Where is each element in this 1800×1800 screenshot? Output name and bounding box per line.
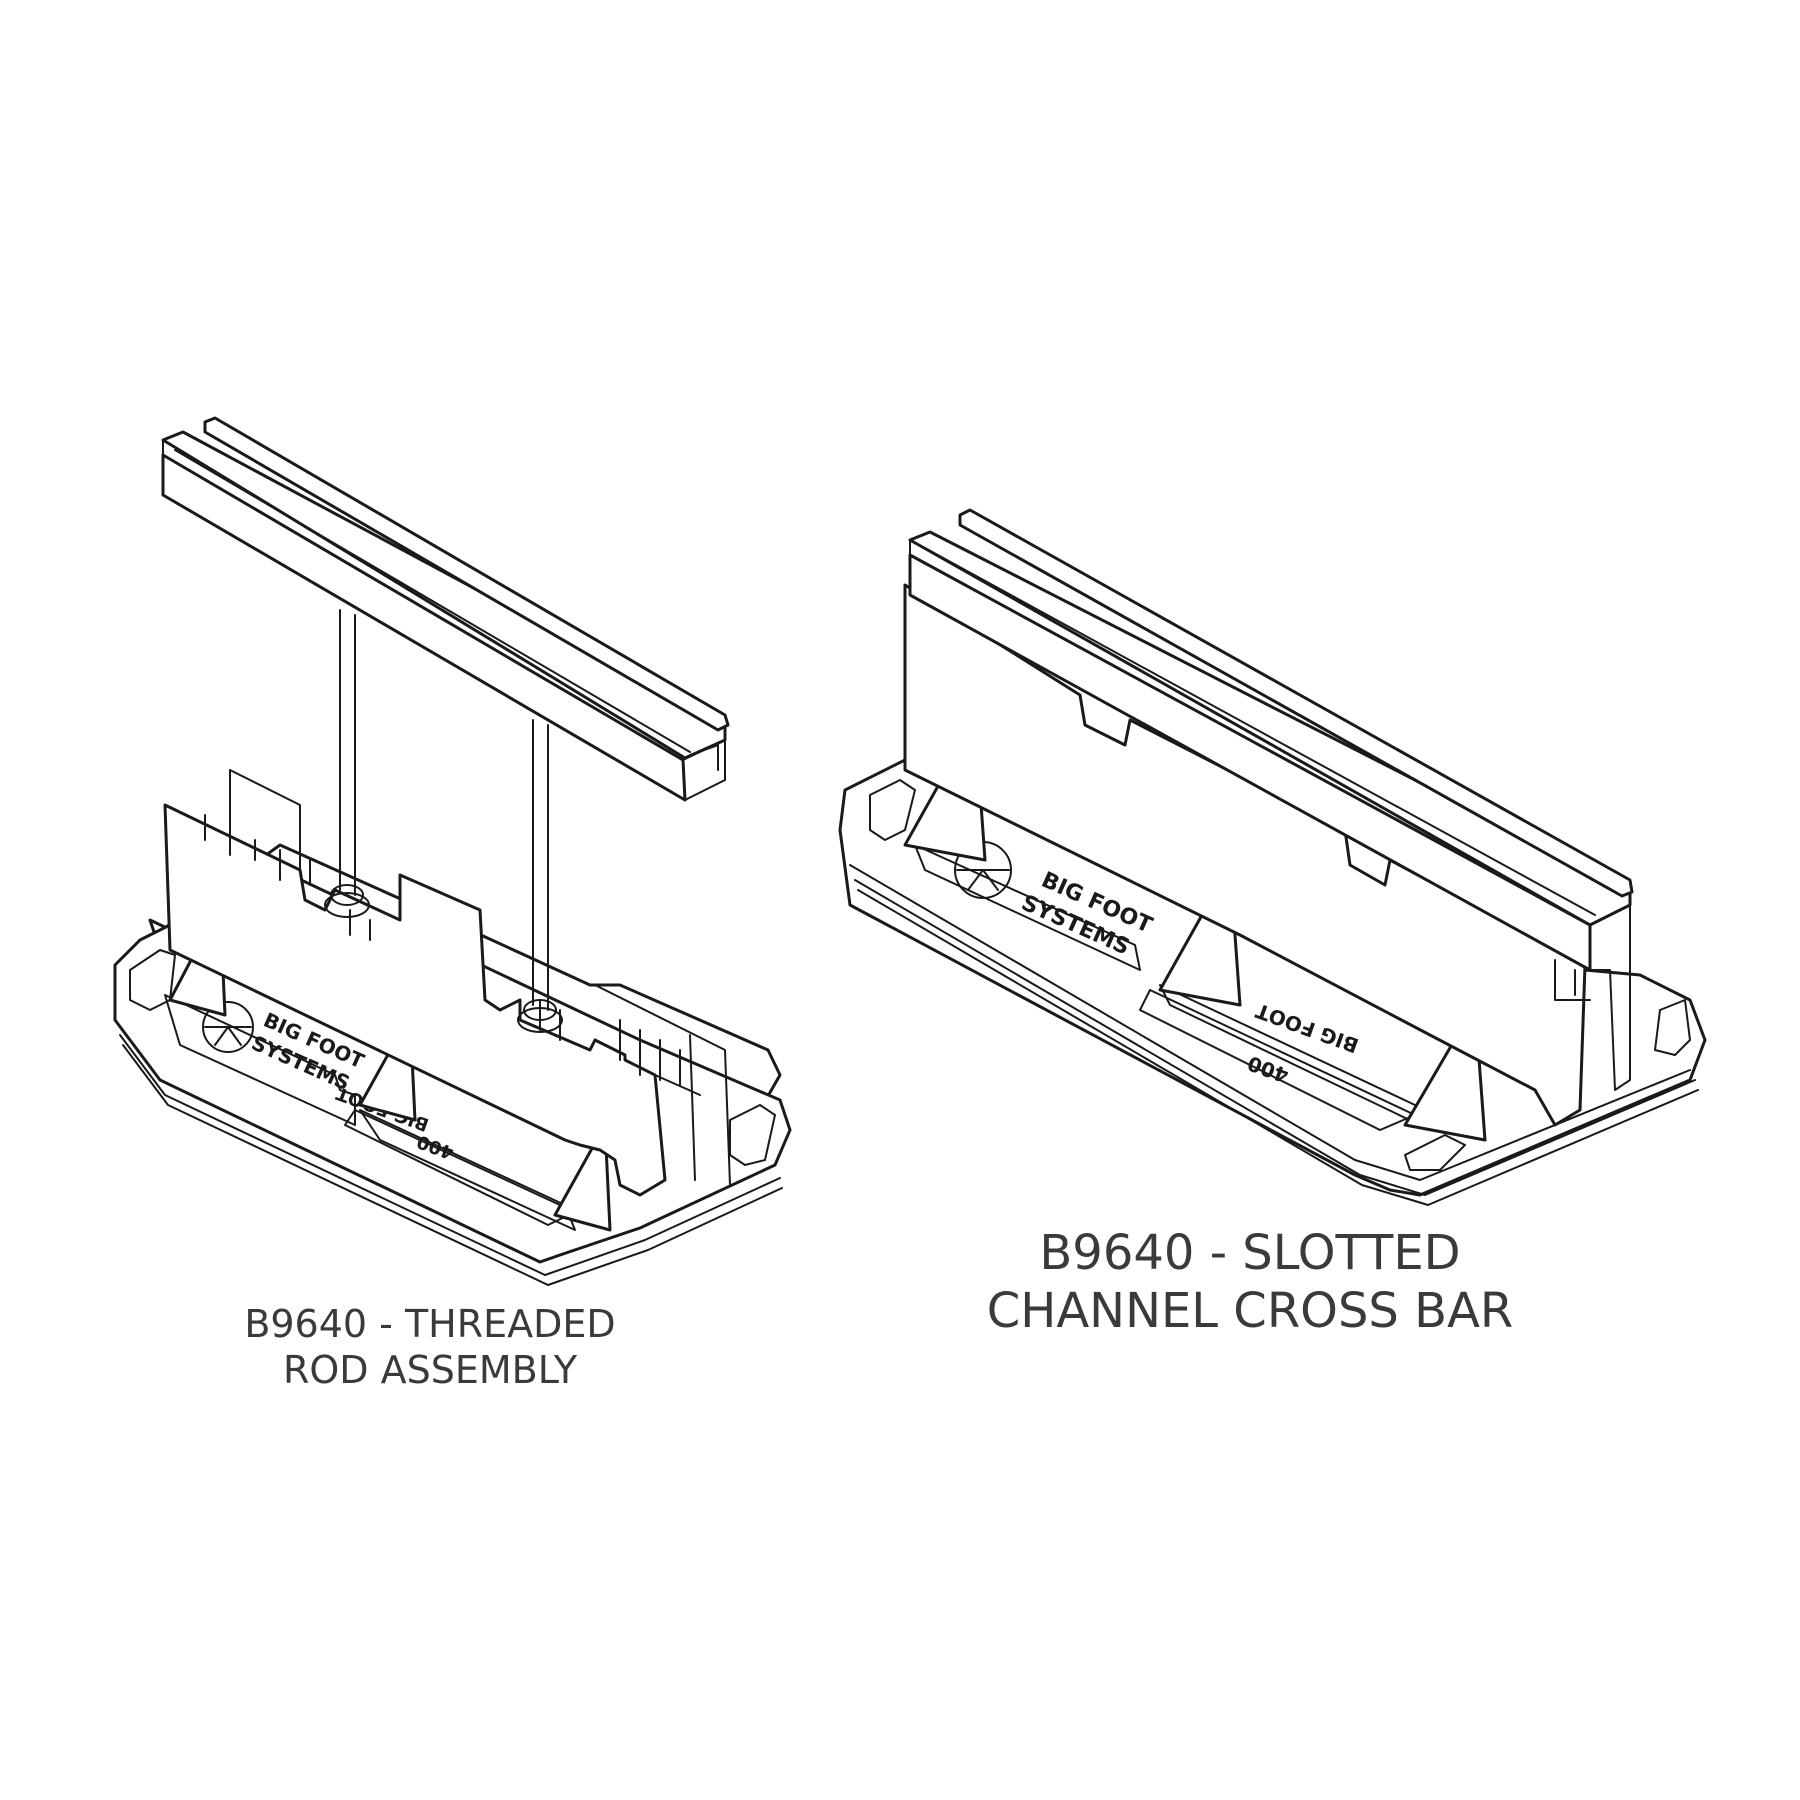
caption-line: B9640 - SLOTTED — [1039, 1225, 1461, 1281]
left-threaded-rods — [324, 609, 563, 1033]
left-strut-channel — [161, 416, 730, 802]
right-base-plate: BIG FOOT SYSTEMS BIG FOOT 400 — [838, 758, 1707, 1206]
left-center-web — [163, 769, 731, 1197]
right-strut-channel — [908, 508, 1634, 1091]
slotted-channel-cross-bar-drawing: BIG FOOT SYSTEMS BIG FOOT 400 — [838, 508, 1707, 1206]
slotted-channel-cross-bar-caption: B9640 - SLOTTED CHANNEL CROSS BAR — [940, 1225, 1560, 1340]
caption-line: ROD ASSEMBLY — [282, 1347, 578, 1392]
caption-line: CHANNEL CROSS BAR — [986, 1282, 1514, 1339]
caption-line: B9640 - THREADED — [244, 1302, 616, 1346]
threaded-rod-assembly-caption: B9640 - THREADED ROD ASSEMBLY — [190, 1302, 670, 1393]
threaded-rod-assembly-drawing: BIG FOOT SYSTEMS BIG FOOT 400 — [113, 416, 792, 1286]
left-logo-emblem — [202, 1001, 254, 1053]
